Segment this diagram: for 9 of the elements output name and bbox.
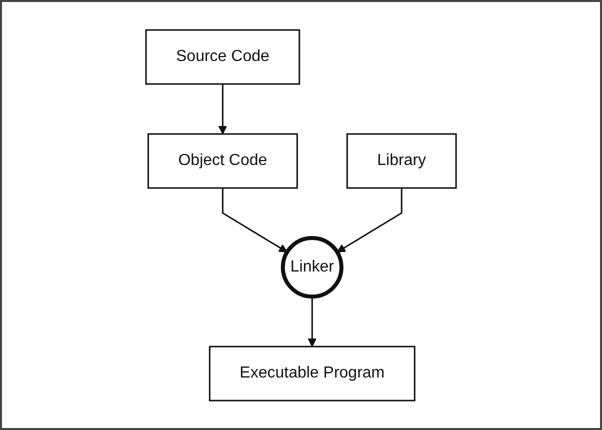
arrow xyxy=(218,84,228,134)
node-circle: Linker xyxy=(280,236,344,298)
node-box: Object Code xyxy=(147,132,298,188)
node-box: Source Code xyxy=(145,28,300,84)
arrow xyxy=(222,188,288,252)
arrow xyxy=(308,296,317,347)
arrow xyxy=(336,188,402,252)
node-box: Library xyxy=(346,132,457,188)
node-box: Executable Program xyxy=(208,346,416,402)
